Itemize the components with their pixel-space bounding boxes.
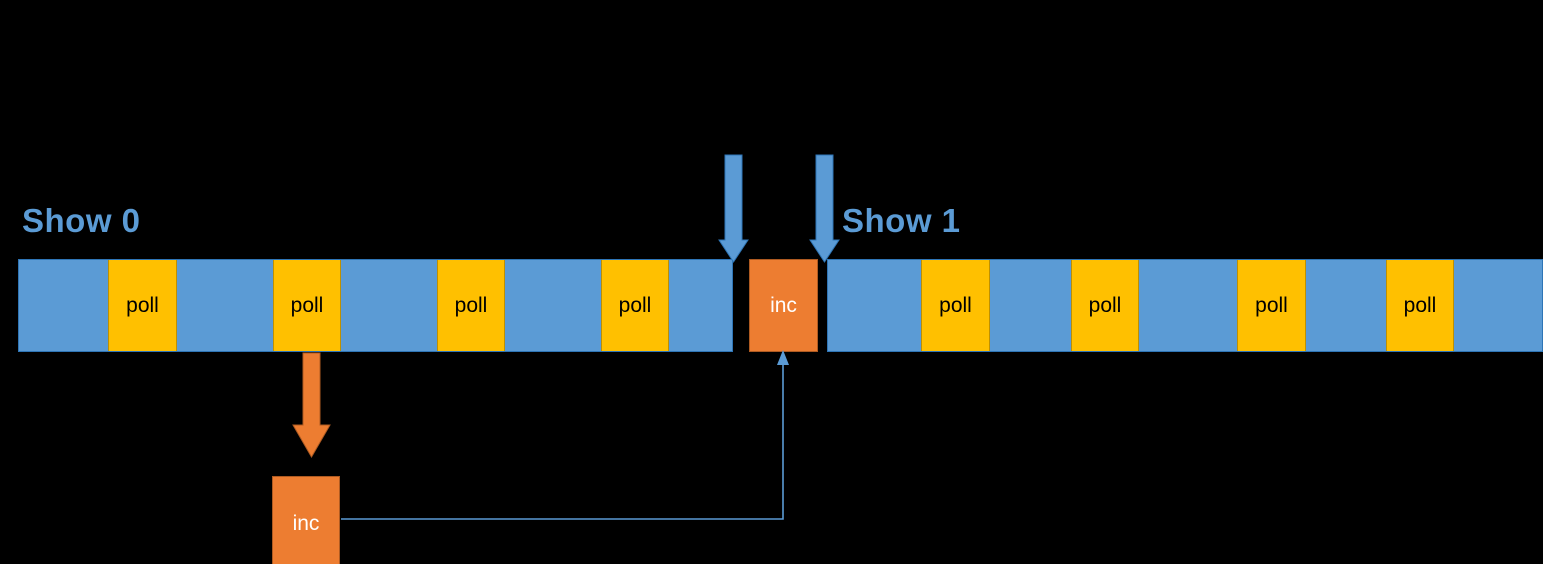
timeline-cell-idle: [828, 260, 921, 351]
orange-arrow-poll-to-inc-icon: [292, 352, 331, 458]
blue-connector-inc-to-inc-icon: [341, 350, 789, 520]
timeline-show-1: poll poll poll poll: [827, 259, 1543, 352]
inc-box-detached: inc: [272, 476, 340, 564]
timeline-cell-idle: [1454, 260, 1542, 351]
timeline-cell-idle: [1139, 260, 1237, 351]
timeline-cell-poll: poll: [1386, 260, 1454, 351]
timeline-cell-poll: poll: [921, 260, 990, 351]
timeline-cell-idle: [669, 260, 732, 351]
timeline-cell-poll: poll: [1237, 260, 1306, 351]
timeline-cell-poll: poll: [601, 260, 669, 351]
timeline-cell-idle: [177, 260, 273, 351]
timeline-cell-poll: poll: [108, 260, 177, 351]
show-0-label: Show 0: [22, 202, 141, 239]
timeline-cell-poll: poll: [437, 260, 505, 351]
timeline-cell-poll: poll: [273, 260, 341, 351]
timeline-cell-poll: poll: [1071, 260, 1139, 351]
inc-box-timeline: inc: [749, 259, 818, 352]
timeline-cell-idle: [1306, 260, 1386, 351]
blue-arrow-into-inc-icon: [718, 154, 749, 263]
timeline-show-0: poll poll poll poll: [18, 259, 733, 352]
timeline-cell-idle: [990, 260, 1071, 351]
timeline-cell-idle: [341, 260, 437, 351]
show-1-label: Show 1: [842, 202, 961, 239]
timeline-cell-idle: [505, 260, 601, 351]
timeline-cell-idle: [19, 260, 108, 351]
blue-arrow-into-show1-icon: [809, 154, 840, 263]
